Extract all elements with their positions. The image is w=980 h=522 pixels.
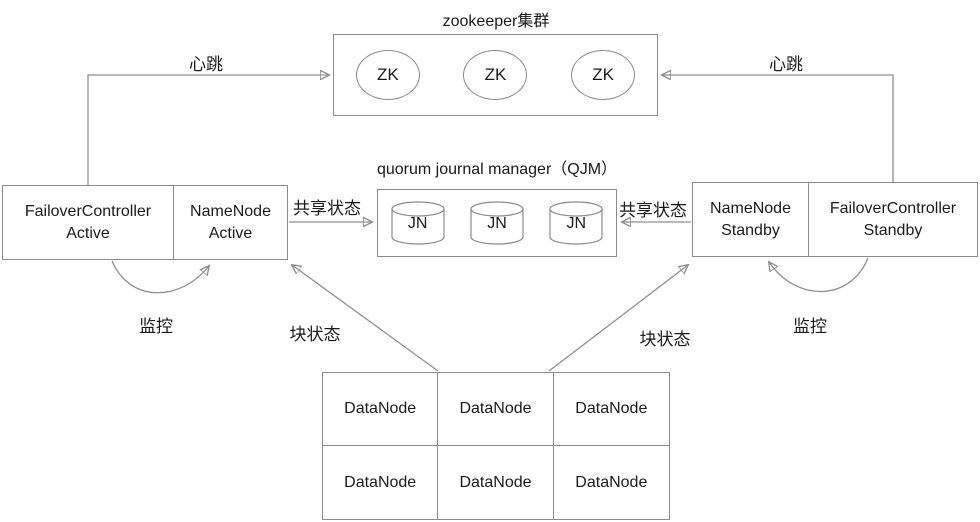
block-state-label-left: 块状态 xyxy=(289,325,341,344)
monitor-arrow-left xyxy=(111,260,209,294)
datanode-cell: DataNode xyxy=(438,373,554,446)
active-group-box: FailoverController Active NameNode Activ… xyxy=(2,185,288,260)
datanode-grid: DataNode DataNode DataNode DataNode Data… xyxy=(322,372,670,520)
journalnode-label: JN xyxy=(487,215,507,232)
namenode-standby-cell: NameNode Standby xyxy=(693,183,809,256)
shared-state-label-right: 共享状态 xyxy=(619,201,687,220)
namenode-active-cell: NameNode Active xyxy=(174,186,287,259)
zookeeper-node: ZK xyxy=(355,50,420,100)
database-cylinder-icon xyxy=(391,201,445,245)
heartbeat-arrow-left xyxy=(87,75,329,185)
namenode-standby-label: NameNode Standby xyxy=(710,199,791,239)
failover-controller-active-label: FailoverController Active xyxy=(24,202,152,242)
journalnode: JN xyxy=(548,200,604,246)
qjm-title: quorum journal manager（QJM） xyxy=(376,161,618,178)
failover-controller-active-cell: FailoverController Active xyxy=(3,186,174,259)
shared-state-label-left: 共享状态 xyxy=(293,199,361,218)
failover-controller-standby-label: FailoverController Standby xyxy=(829,199,957,239)
zookeeper-node: ZK xyxy=(571,50,636,100)
journalnode: JN xyxy=(469,200,525,246)
heartbeat-arrow-right xyxy=(662,75,894,182)
datanode-cell: DataNode xyxy=(323,446,439,519)
zookeeper-node: ZK xyxy=(463,50,528,100)
journalnode-label: JN xyxy=(407,215,428,232)
namenode-active-label: NameNode Active xyxy=(190,202,271,242)
heartbeat-label-right: 心跳 xyxy=(769,55,803,74)
datanode-cell: DataNode xyxy=(323,373,439,446)
monitor-label-right: 监控 xyxy=(793,317,827,336)
datanode-cell: DataNode xyxy=(575,473,648,491)
qjm-box: JN JN JN xyxy=(377,189,617,257)
zookeeper-cluster-box: ZK ZK ZK xyxy=(333,34,658,116)
journalnode: JN xyxy=(390,200,446,246)
datanode-cell: DataNode xyxy=(438,446,554,519)
database-cylinder-icon xyxy=(549,201,603,245)
heartbeat-label-left: 心跳 xyxy=(189,55,223,74)
zookeeper-cluster-title: zookeeper集群 xyxy=(442,13,550,30)
standby-group-box: NameNode Standby FailoverController Stan… xyxy=(692,182,978,257)
journalnode-label: JN xyxy=(566,215,587,232)
block-state-arrow-right xyxy=(548,265,688,372)
failover-controller-standby-cell: FailoverController Standby xyxy=(809,183,977,256)
monitor-label-left: 监控 xyxy=(139,317,173,336)
block-state-label-right: 块状态 xyxy=(639,330,691,349)
database-cylinder-icon xyxy=(470,201,524,245)
block-state-arrow-left xyxy=(292,265,439,372)
datanode-cell: DataNode xyxy=(553,373,669,446)
monitor-arrow-right xyxy=(769,257,869,293)
